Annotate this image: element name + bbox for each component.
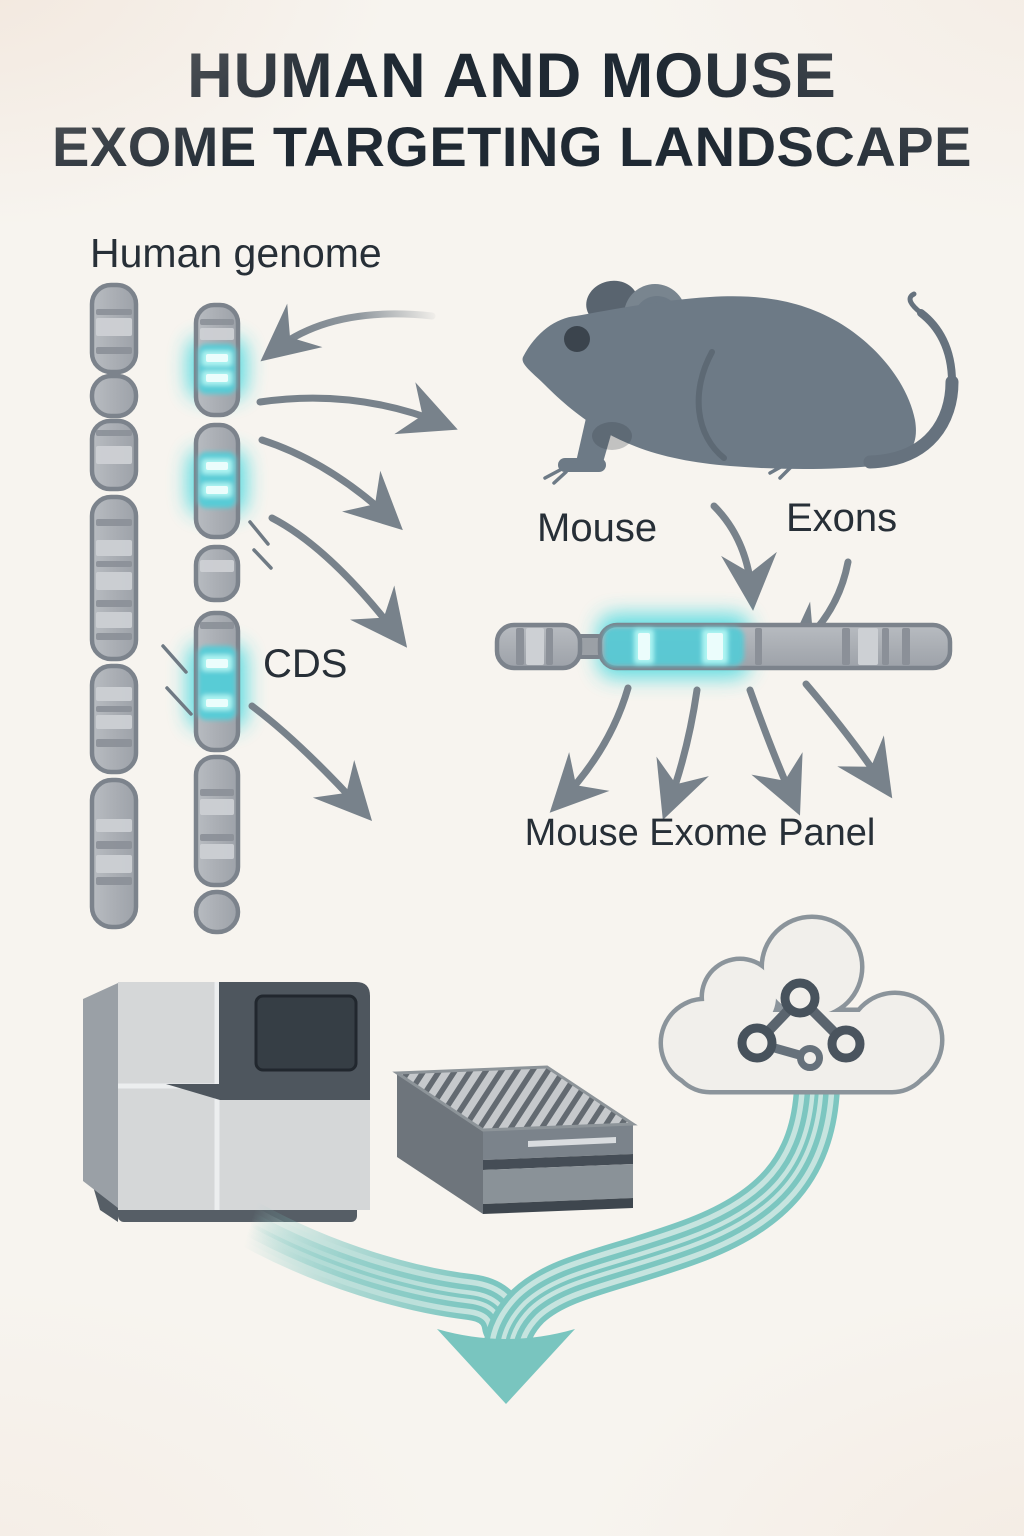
flowcell-ribbed-top bbox=[392, 1065, 638, 1132]
mouse-eye bbox=[564, 326, 590, 352]
cloud-icon bbox=[658, 914, 945, 1095]
sequencer-side bbox=[83, 983, 118, 1208]
arrow-mouse-to-chromosome bbox=[710, 502, 777, 611]
ribbon-from-cloud bbox=[483, 1065, 840, 1377]
flowcell-seam bbox=[483, 1154, 633, 1170]
mouse-label: Mouse bbox=[537, 506, 658, 550]
mouse-tail bbox=[863, 291, 959, 469]
arrow-to-chromosome bbox=[260, 303, 436, 362]
arrow-down-right-1 bbox=[258, 436, 403, 531]
mouse-front-leg bbox=[576, 418, 614, 466]
sequencer-screen bbox=[254, 994, 358, 1072]
page-title: HUMAN AND MOUSE EXOME TARGETING LANDSCAP… bbox=[0, 41, 1024, 178]
flowcell-bottom bbox=[483, 1198, 633, 1214]
sequencer-illustration bbox=[83, 982, 370, 1222]
cds-exon-highlights bbox=[198, 344, 236, 720]
mouse-chromosome bbox=[494, 614, 953, 678]
human-chromosome-2-bands bbox=[200, 319, 234, 859]
human-genome-arrows bbox=[248, 303, 458, 821]
mouse-exon-highlights bbox=[604, 627, 744, 666]
title-line-2: EXOME TARGETING LANDSCAPE bbox=[52, 114, 972, 178]
mouse-front-foot bbox=[558, 458, 606, 472]
title-line-1: HUMAN AND MOUSE bbox=[187, 41, 837, 111]
arrow-down-right-3 bbox=[248, 702, 373, 821]
cds-label: CDS bbox=[263, 642, 348, 686]
cds-tick-marks bbox=[161, 520, 273, 716]
flowcell-illustration bbox=[392, 1065, 638, 1214]
flowcell-lower-band bbox=[483, 1164, 633, 1204]
data-flow-ribbons bbox=[227, 1065, 840, 1404]
human-genome-label: Human genome bbox=[90, 230, 382, 276]
arrow-right bbox=[256, 382, 458, 435]
ribbon-from-sequencer bbox=[227, 1201, 528, 1349]
human-chromosome-1-bands bbox=[96, 309, 132, 885]
mouse-shoulder-shade bbox=[592, 422, 632, 450]
exons-label: Exons bbox=[786, 496, 898, 540]
mouse-hind-foot bbox=[780, 452, 850, 466]
mouse-body bbox=[522, 296, 916, 469]
arrow-down-right-2 bbox=[268, 514, 408, 648]
flowcell-left-face bbox=[397, 1073, 483, 1214]
merge-down-arrow-icon bbox=[437, 1329, 575, 1404]
network-nodes-icon bbox=[737, 978, 865, 1071]
mouse-illustration bbox=[522, 280, 959, 485]
flowcell-slot bbox=[528, 1137, 616, 1147]
mouse-haunch-line bbox=[695, 349, 727, 461]
mouse-exome-panel-label: Mouse Exome Panel bbox=[524, 812, 876, 854]
panel-arrows bbox=[549, 680, 893, 820]
sequencer-panel-wedge bbox=[166, 1084, 370, 1100]
